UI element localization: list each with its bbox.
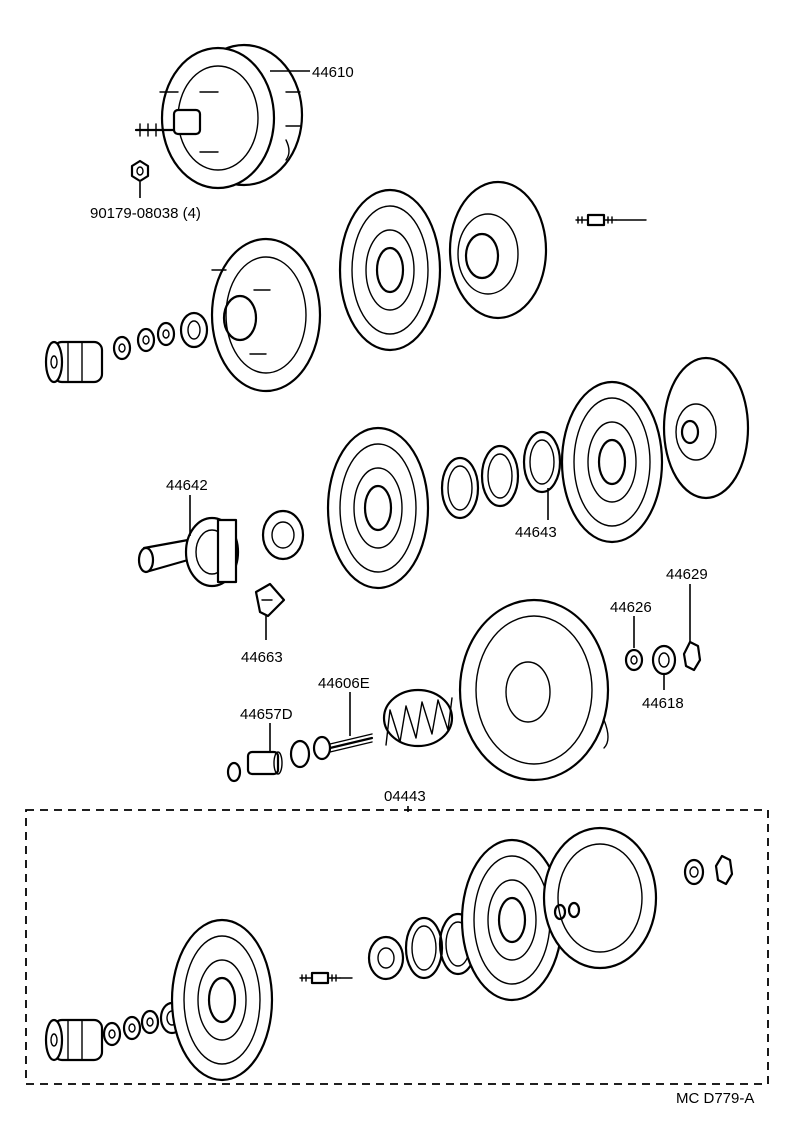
label-44642: 44642 <box>166 477 208 494</box>
row2-parts-drawing <box>44 180 647 393</box>
kit-parts-drawing <box>44 826 734 1082</box>
label-44618: 44618 <box>642 695 684 712</box>
label-04443: 04443 <box>384 788 426 805</box>
label-44643: 44643 <box>515 524 557 541</box>
label-44626: 44626 <box>610 599 652 616</box>
label-44606E: 44606E <box>318 675 370 692</box>
label-44629: 44629 <box>666 566 708 583</box>
row4-parts-drawing <box>226 598 702 783</box>
label-44663: 44663 <box>241 649 283 666</box>
kit-boundary <box>25 809 769 1085</box>
drawing-code: MC D779-A <box>676 1090 754 1107</box>
booster-assembly-drawing <box>134 43 304 190</box>
label-44610: 44610 <box>312 64 354 81</box>
row3-parts-drawing <box>137 356 750 618</box>
nut-drawing <box>130 159 150 183</box>
label-44657D: 44657D <box>240 706 293 723</box>
label-90179-08038: 90179-08038 (4) <box>90 205 201 222</box>
